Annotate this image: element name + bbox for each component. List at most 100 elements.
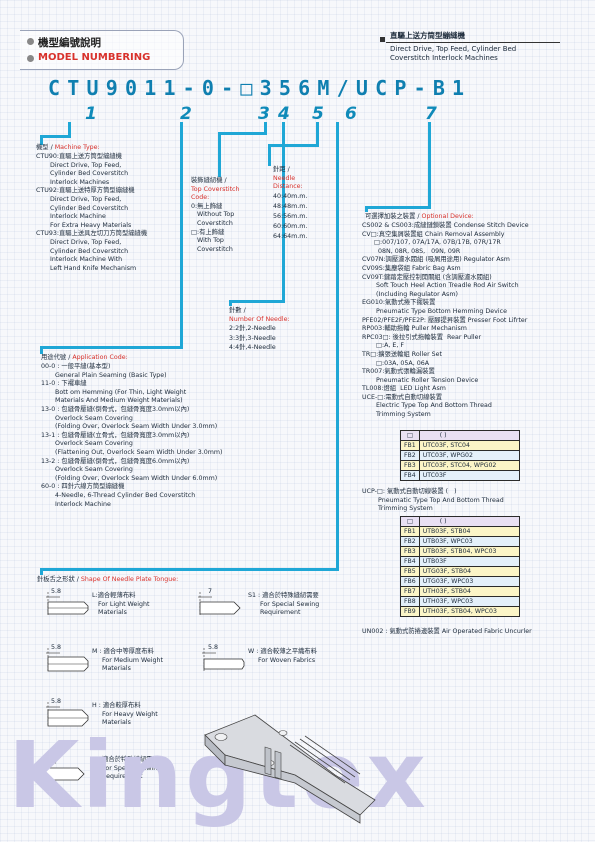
table-row: FB2 UTC03F, WPG02 [400,450,520,461]
series-title-en: Direct Drive, Top Feed, Cylinder Bed [390,45,517,53]
application-line: General Plain Seaming (Basic Type) [41,371,167,379]
needle-number-heading: 針數 / [229,307,246,314]
optional-line: Pneumatic Roller Tension Device [362,376,479,384]
tongue-s1-drawing [198,592,241,616]
machine-type-line: For Extra Heavy Materials [36,221,132,229]
application-line: 13-0 : 包縫骨壓縫(倒骨式，包縫骨寬度3.0mm以內) [41,405,190,413]
machine-type-line: Cylinder Bed Coverstitch [36,204,129,212]
machine-type-line: Direct Drive, Top Feed, [36,195,122,203]
application-heading: 用途代號 / Application Code: [41,354,128,361]
table-cell: UTC03F, WPG02 [418,450,520,461]
tongue-s-line: S : 適合於特殊縫紉需要 [92,756,159,763]
needle-distance-heading-en: Needle [273,174,296,182]
tongue-h-line: Materials [92,719,131,727]
machine-type-line: CTU90:直驅上送方筒型繃縫機 [36,153,122,160]
table-row: FB4 UTB03F [400,556,520,567]
connector-line [180,122,183,349]
needle-distance-heading: 針距 / [273,166,290,173]
optional-line: TL008:燈組 LED Light Asm [362,385,446,393]
application-line: (Flattening Out, Overlock Seam Width Und… [41,448,223,456]
bullet-icon [27,38,34,45]
optional-line: CV□:真空集屑裝置組 Chain Removal Assembly [362,230,505,238]
connector-line [40,568,339,571]
dim-label: 5.8 [51,698,62,705]
needle-number-block: 針數 / Number Of Needle: 2:2針,2-Needle 3:3… [229,307,290,353]
table-cell: UTH03F, STB04 [418,586,520,597]
optional-line: □:03A, 05A, 06A [362,359,430,367]
tongue-l-text: L:適合輕薄布料 For Light Weight Materials [92,592,150,618]
machine-type-line: CTU93:直驅上送具左切刀方筒型繃縫機 [36,230,148,238]
application-line: 13-1 : 包縫骨壓縫(立骨式，包縫骨寬度3.0mm以內) [41,431,190,439]
table-row: FB7 UTH03F, STB04 [400,586,520,597]
index-7: 7 [425,104,437,124]
table-cell: UTB03F, STB04, WPC03 [418,546,520,557]
table-row: FB2 UTB03F, WPC03 [400,536,520,547]
table-cell: □ [400,430,420,441]
table-row: FB3 UTB03F, STB04, WPC03 [400,546,520,557]
connector-line [365,206,431,209]
machine-type-line: Left Hand Knife Mechanism [36,264,137,272]
connector-line [365,206,368,212]
top-coverstitch-heading-en: Top Coverstitch [191,185,240,193]
ucp-block: UCP-□: 氣動式自動切線裝置 ( ) Pneumatic Type Top … [362,488,504,514]
table-cell: UTH03F, WPC03 [418,596,520,607]
dim-label: 5.8 [51,588,62,595]
index-1: 1 [85,104,97,124]
application-line: Overlock Seam Covering [41,414,133,422]
table-row: FB6 UTG03F, WPC03 [400,576,520,587]
top-coverstitch-line: Without Top [191,211,235,219]
connector-line [40,135,71,138]
table-cell: FB7 [400,586,420,597]
application-line: (Folding Over, Overlock Seam Width Under… [41,423,218,431]
application-line: Bott om Hemming (For Thin, Light Weight [41,388,187,396]
table-cell: FB3 [400,460,420,471]
tongue-w-text: W : 適合較薄之平織布料 For Woven Fabrics [248,648,317,665]
table-row: FB3 UTC03F, STC04, WPG02 [400,460,520,471]
machine-type-line: Cylinder Bed Coverstitch [36,247,129,255]
ucp-line: UCP-□: 氣動式自動切線裝置 ( ) [362,488,457,495]
application-line: 00-0 : 一般平縫(基本型) [41,363,111,370]
table-cell: UTC03F, STC04 [418,440,520,451]
table-row: FB8 UTH03F, WPC03 [400,596,520,607]
index-5: 5 [312,104,324,124]
dim-label: 5.8 [208,644,219,651]
needle-distance-line: 56:56m.m. [273,212,308,220]
index-2: 2 [180,104,192,124]
uce-table: □ ( ) FB1 UTC03F, STC04 FB2 UTC03F, WPG0… [400,430,520,481]
series-title-zh: 直驅上送方筒型繃縫機 [390,31,465,40]
connector-line [268,144,271,166]
optional-line: CV09S:集塵袋組 Fabric Bag Asm [362,264,461,272]
tongue-l-line: For Light Weight [92,600,150,608]
header-box [20,30,184,70]
tongue-l-drawing [46,592,89,616]
table-cell: FB3 [400,546,420,557]
connector-line [268,144,319,147]
table-cell: FB1 [400,526,420,537]
machine-type-line: Interlock Machine [36,213,106,221]
machine-type-list: CTU90:直驅上送方筒型繃縫機 Direct Drive, Top Feed,… [36,153,147,273]
application-line: Materials And Medium Weight Materials) [41,397,183,405]
un002-line: UN002 : 氣動式防捲邊裝置 Air Operated Fabric Unc… [362,628,532,635]
optional-line: TR□:擴張送輪組 Roller Set [362,350,443,358]
connector-line [40,346,43,354]
connector-line [264,122,267,134]
table-cell: FB4 [400,470,420,481]
needle-distance-line: 64:64m.m. [273,232,308,240]
model-code: CTU9011-0-□356M/UCP-B1 [48,76,472,100]
tongue-s1-line: S1 : 適合於特殊縫紉需要 [248,592,319,599]
connector-line [229,300,285,303]
application-list: 00-0 : 一般平縫(基本型) General Plain Seaming (… [41,363,222,509]
optional-line: □:007/107, 07A/17A, 07B/17B, 07R/17R [362,239,501,247]
table-cell: UTB03F [418,556,520,567]
optional-line: RPC03□: 後拉引式拖輪裝置 Rear Puller [362,333,482,341]
optional-heading: 可選擇加裝之裝置 / Optional Device: [365,213,474,220]
needle-distance-line: 40:40m.m. [273,192,308,200]
table-cell: FB8 [400,596,420,607]
table-cell: FB6 [400,576,420,587]
optional-line: (Including Regulator Asm) [362,290,458,298]
connector-line [218,132,267,135]
optional-line: CS002 & CS003:成縫鏈鎖裝置 Condense Stitch Dev… [362,222,529,229]
tongue-m-drawing [46,648,89,672]
needle-plate-heading: 針板舌之形狀 / Shape Of Needle Plate Tongue: [37,576,179,583]
needle-distance-line: 60:60m.m. [273,222,308,230]
